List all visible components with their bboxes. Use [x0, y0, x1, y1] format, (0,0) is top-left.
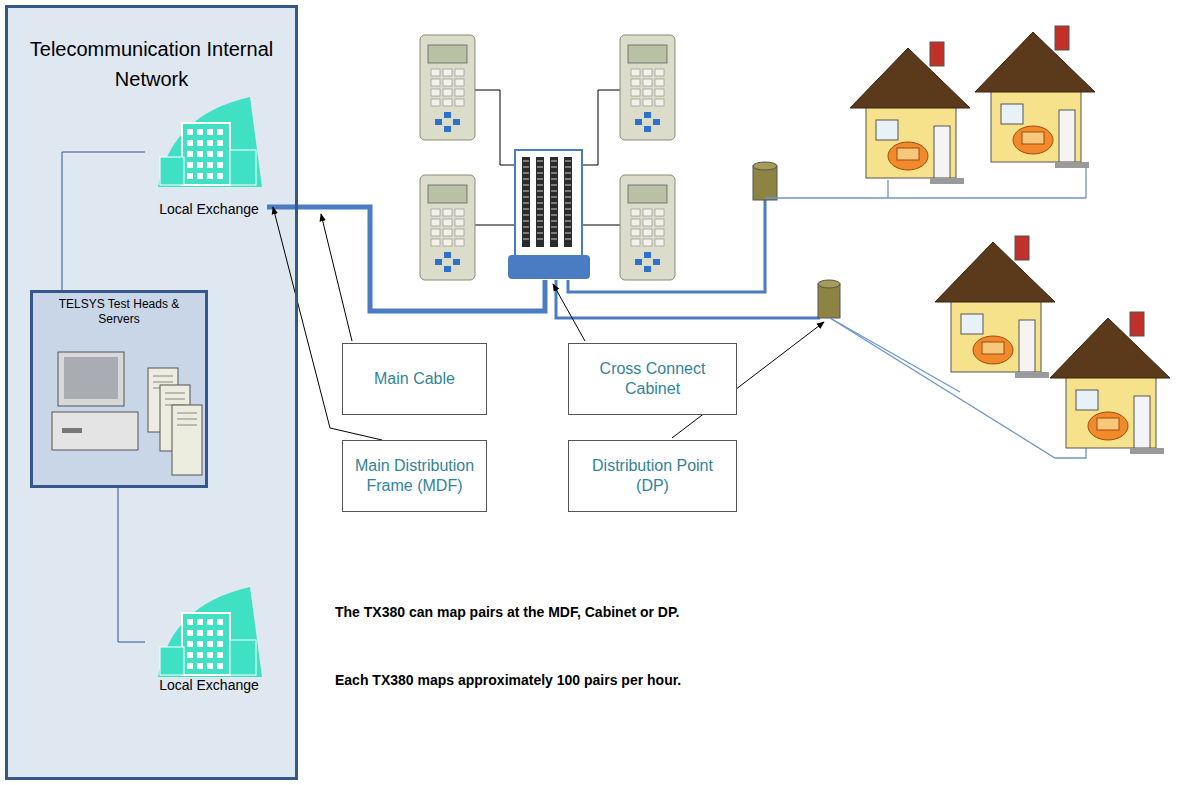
tx380-device — [620, 35, 675, 140]
tx380-device — [420, 175, 475, 280]
callout-box: Distribution Point (DP) — [568, 440, 737, 512]
network-link — [62, 152, 145, 290]
exchange-node: Local Exchange — [145, 580, 273, 696]
note-text: The TX380 can map pairs at the MDF, Cabi… — [335, 604, 679, 620]
exchange-node: Local Exchange — [145, 92, 273, 220]
callout-box: Cross Connect Cabinet — [568, 343, 737, 415]
house-icon — [935, 236, 1055, 378]
node-label: Local Exchange — [145, 677, 273, 695]
test-lead — [475, 90, 515, 165]
drop-wire — [830, 318, 960, 392]
tx380-device — [420, 35, 475, 140]
test-head-box: TELSYS Test Heads & Servers — [30, 290, 208, 488]
callout-text: Main Distribution Frame (MDF) — [349, 456, 480, 496]
drop-wire — [765, 197, 1086, 198]
drop-wire — [887, 180, 888, 198]
callout-box: Main Cable — [342, 343, 487, 415]
tx380-device — [620, 175, 675, 280]
network-link — [118, 488, 145, 642]
network-panel-fill — [5, 5, 298, 780]
exchange-icon — [158, 587, 262, 677]
house-icon — [975, 26, 1095, 168]
callout-text: Distribution Point (DP) — [575, 456, 730, 496]
drop-wire — [1085, 166, 1086, 198]
node-label: TELSYS Test Heads & Servers — [57, 297, 182, 327]
main-cable — [267, 207, 545, 311]
distribution-point-post — [818, 280, 840, 318]
callout-text: Cross Connect Cabinet — [575, 359, 730, 399]
callout-text: Main Cable — [349, 369, 480, 389]
callout-box: Main Distribution Frame (MDF) — [342, 440, 487, 512]
cross-connect-cabinet — [508, 150, 590, 279]
test-lead — [582, 225, 620, 226]
test-lead — [582, 90, 620, 165]
house-icon — [850, 42, 970, 184]
panel-title: Telecommunication Internal Network — [28, 34, 275, 94]
distribution-point-post — [753, 162, 777, 200]
node-label: Local Exchange — [145, 201, 273, 219]
house-icon — [1050, 312, 1170, 454]
note-text: Each TX380 maps approximately 100 pairs … — [335, 672, 681, 688]
leader-line — [321, 214, 352, 341]
servers-icon — [52, 352, 202, 475]
leader-line — [553, 284, 585, 341]
network-panel: Telecommunication Internal NetworkLocal … — [5, 5, 298, 780]
exchange-icon — [158, 97, 262, 187]
distribution-cable — [556, 280, 820, 318]
telsys-box-fill — [30, 290, 208, 488]
test-lead — [475, 225, 515, 226]
